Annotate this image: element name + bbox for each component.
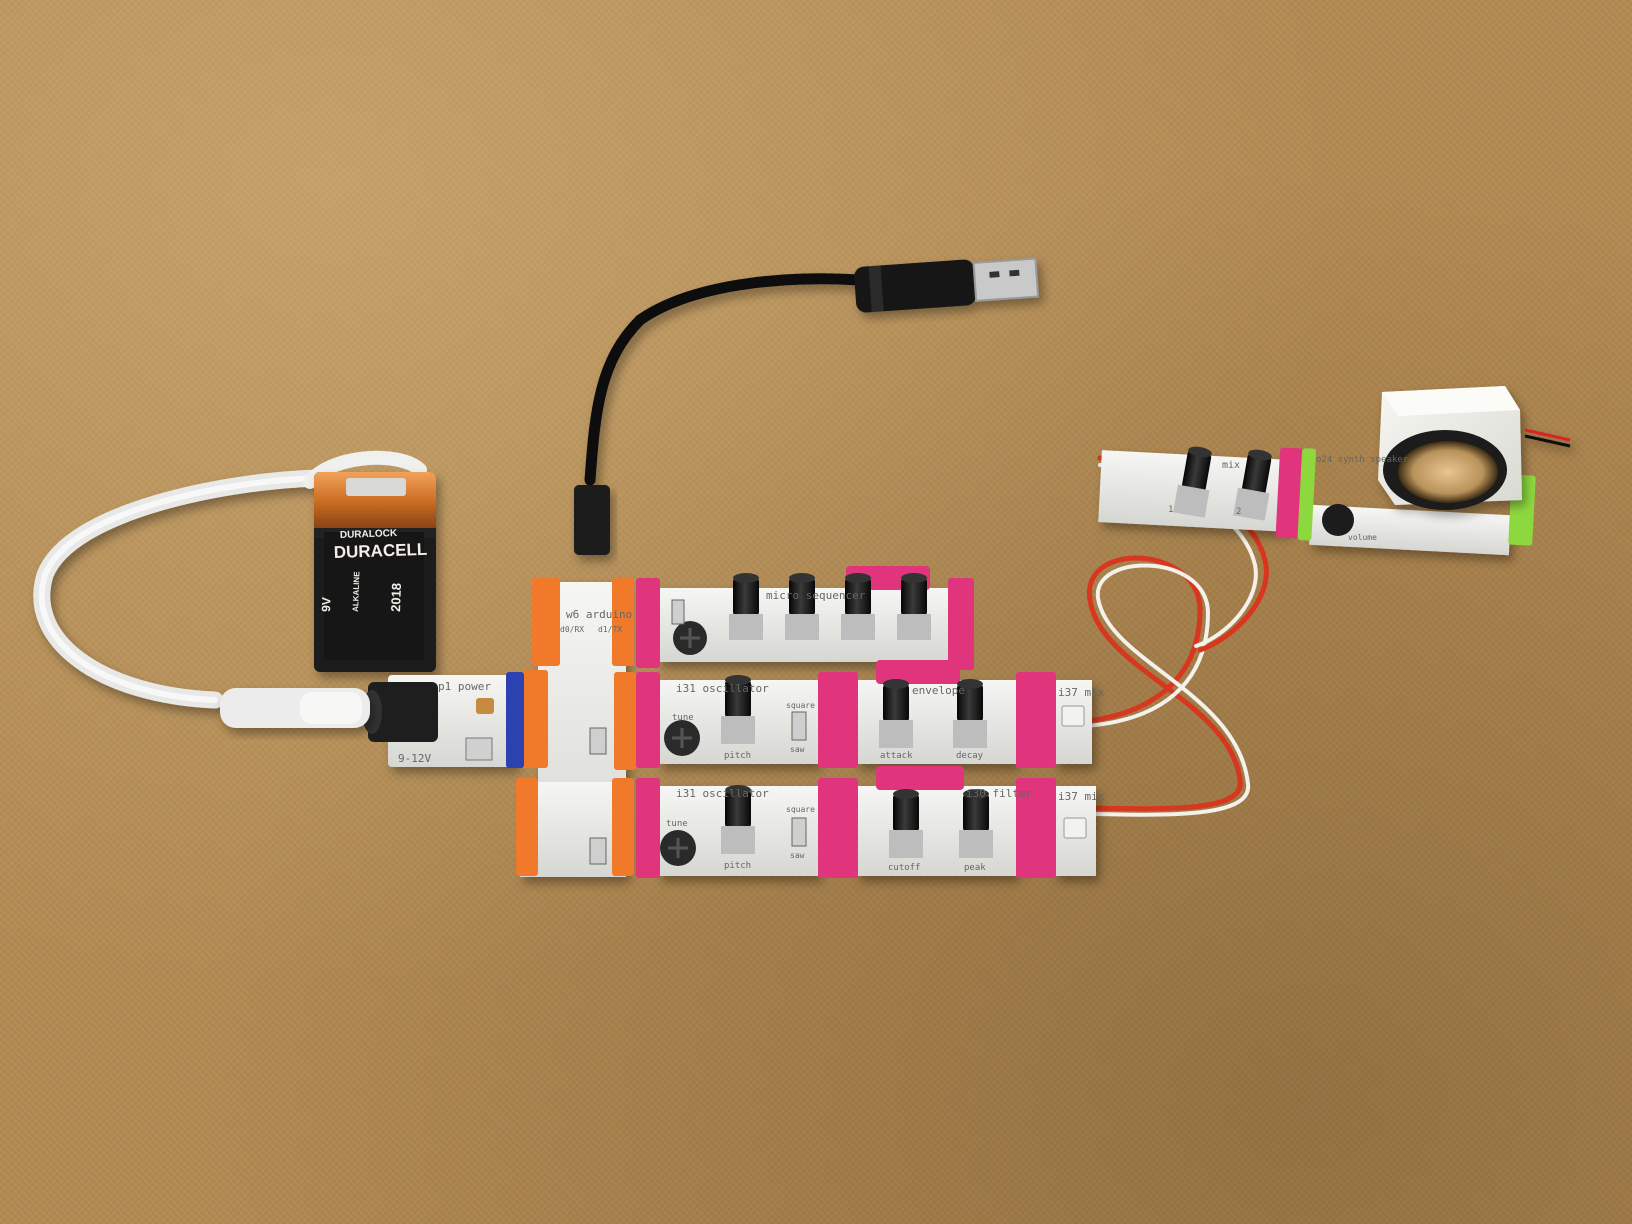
power-cable bbox=[33, 469, 329, 709]
magnet-connectors bbox=[506, 447, 1536, 878]
label-square-bottom: square bbox=[786, 805, 815, 814]
label-speaker-volume: volume bbox=[1348, 533, 1377, 542]
label-power-voltage: 9-12V bbox=[398, 752, 431, 765]
label-envelope: envelope bbox=[912, 684, 965, 697]
label-speaker: o24 synth speaker bbox=[1316, 455, 1409, 465]
power-switch bbox=[465, 737, 493, 761]
label-arduino: w6 arduino bbox=[566, 608, 632, 621]
9v-battery bbox=[314, 472, 436, 672]
label-arduino-pin-b: d1/TX bbox=[598, 625, 622, 634]
label-oscillator-bottom: i31 oscillator bbox=[676, 787, 769, 800]
label-cutoff: cutoff bbox=[888, 863, 921, 873]
battery-sub-brand: DURALOCK bbox=[340, 528, 398, 541]
label-oscillator-top: i31 oscillator bbox=[676, 682, 769, 695]
battery-year: 2018 bbox=[388, 583, 404, 612]
orange-capacitor bbox=[476, 698, 494, 714]
battery-voltage: 9V bbox=[319, 597, 334, 612]
label-peak: peak bbox=[964, 863, 986, 873]
label-square-top: square bbox=[786, 701, 815, 710]
micro-usb-plug bbox=[574, 485, 610, 555]
knob-set bbox=[721, 446, 1272, 858]
battery-brand: DURACELL bbox=[333, 540, 427, 562]
label-mix-bottom: i37 mix bbox=[1058, 790, 1105, 803]
label-pitch-top: pitch bbox=[724, 751, 751, 761]
label-tune-top: tune bbox=[672, 713, 694, 723]
label-pitch-bottom: pitch bbox=[724, 861, 751, 871]
battery-chemistry: ALKALINE bbox=[351, 571, 361, 612]
label-arduino-pin-a: d0/RX bbox=[560, 625, 584, 634]
label-decay: decay bbox=[956, 751, 984, 761]
barrel-jack bbox=[220, 682, 438, 742]
usb-cable bbox=[584, 273, 866, 486]
label-attack: attack bbox=[880, 751, 913, 761]
label-mix-right: mix bbox=[1222, 460, 1240, 471]
slide-switches bbox=[589, 599, 807, 865]
label-saw-bottom: saw bbox=[790, 851, 805, 860]
tune-trimmers bbox=[660, 504, 1354, 866]
label-mix-top: i37 mix bbox=[1058, 686, 1105, 699]
mix-connectors bbox=[1061, 705, 1087, 839]
usb-plug bbox=[854, 257, 1040, 313]
label-filter: i30 filter bbox=[966, 787, 1033, 800]
label-sequencer: micro sequencer bbox=[766, 589, 866, 602]
label-mix-in-1: 1 bbox=[1168, 505, 1173, 515]
label-mix-in-2: 2 bbox=[1236, 507, 1241, 517]
label-saw-top: saw bbox=[790, 745, 805, 754]
label-tune-bottom: tune bbox=[666, 819, 688, 829]
label-power: p1 power bbox=[438, 680, 491, 693]
speaker-cube bbox=[1378, 386, 1571, 510]
